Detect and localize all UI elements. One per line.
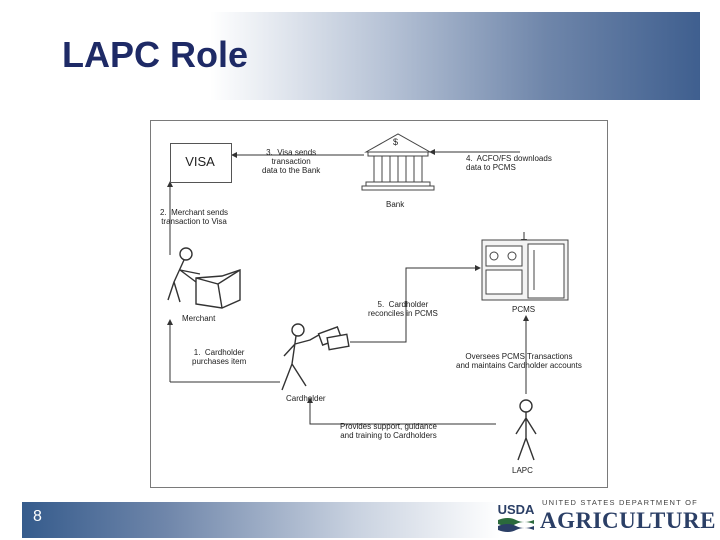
usda-department: UNITED STATES DEPARTMENT OF <box>542 498 698 507</box>
bank-icon <box>361 133 435 191</box>
oversees-label: Oversees PCMS Transactions and maintains… <box>456 352 582 370</box>
pcms-computer-icon <box>481 239 569 301</box>
step5-label: 5. Cardholder reconciles in PCMS <box>368 300 438 318</box>
cardholder-label: Cardholder <box>286 394 326 403</box>
arrow-cardholder-to-pcms <box>350 265 481 343</box>
merchant-figure-icon <box>167 247 241 309</box>
step1-label: 1. Cardholder purchases item <box>192 348 247 366</box>
visa-label: VISA <box>185 154 215 169</box>
step3-label: 3. Visa sends transaction data to the Ba… <box>262 148 321 175</box>
usda-abbrev: USDA <box>498 502 535 517</box>
pcms-label: PCMS <box>512 305 536 314</box>
visa-box <box>170 143 232 183</box>
title-band <box>0 12 700 100</box>
merchant-label: Merchant <box>182 314 216 323</box>
step2-label: 2. Merchant sends transaction to Visa <box>160 208 229 226</box>
process-diagram <box>167 133 569 461</box>
bank-symbol: $ <box>393 137 399 147</box>
footer-band <box>22 502 500 538</box>
lapc-figure-icon <box>515 399 537 461</box>
lapc-label: LAPC <box>512 466 533 475</box>
provides-label: Provides support, guidance and training … <box>340 422 437 440</box>
slide-title: LAPC Role <box>62 34 249 75</box>
arrow-lapc-to-cardholder <box>307 397 496 425</box>
bank-label: Bank <box>386 200 405 209</box>
step4-label: 4. ACFO/FS downloads data to PCMS <box>466 154 552 172</box>
usda-agriculture: AGRICULTURE <box>540 508 716 533</box>
usda-logo-icon: USDA <box>498 502 535 532</box>
page-number: 8 <box>33 508 42 525</box>
cardholder-figure-icon <box>281 323 350 391</box>
